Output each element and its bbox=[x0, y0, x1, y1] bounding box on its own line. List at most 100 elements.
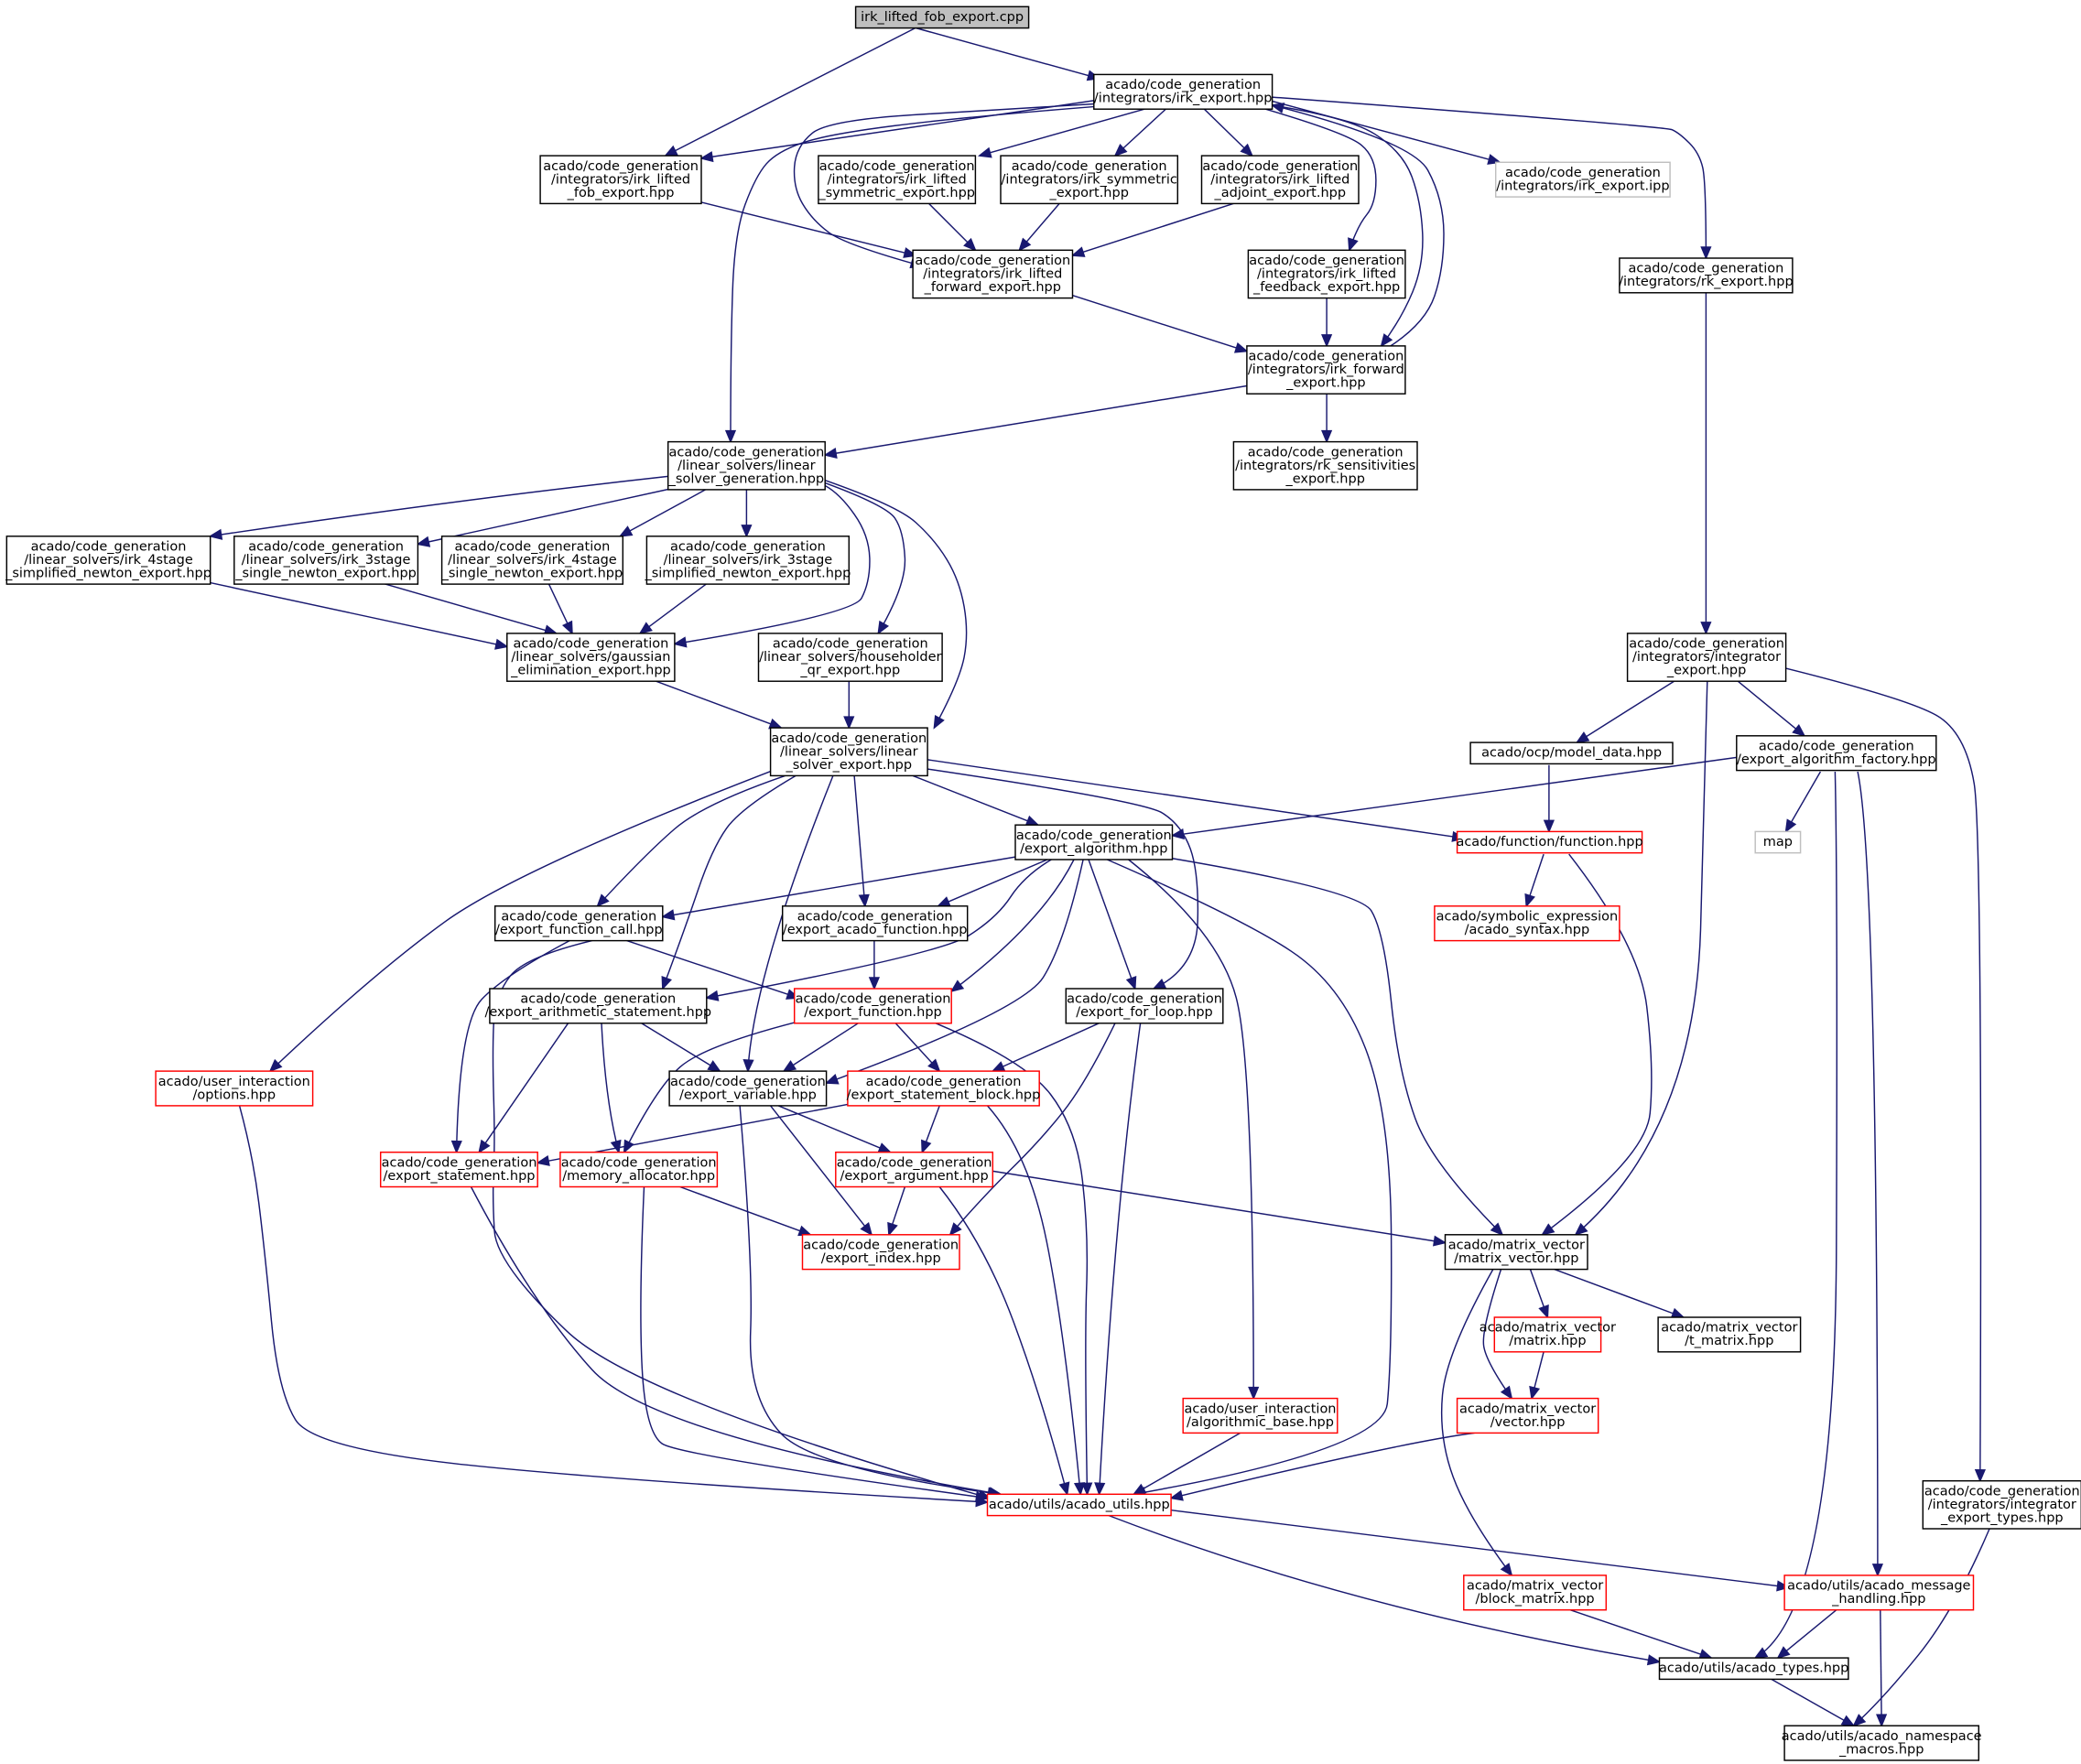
node-acado-code-generation-integrators-irk-lifted-forward-export-hpp[interactable]: acado/code_generation/integrators/irk_li… bbox=[912, 249, 1074, 299]
node-acado-code-generation-integrators-integrator-export-types-hpp[interactable]: acado/code_generation/integrators/integr… bbox=[1922, 1479, 2081, 1530]
node-acado-function-function-hpp[interactable]: acado/function/function.hpp bbox=[1456, 830, 1643, 854]
node-acado-code-generation-export-algorithm-hpp[interactable]: acado/code_generation/export_algorithm.h… bbox=[1014, 824, 1174, 860]
node-acado-code-generation-integrators-rk-export-hpp[interactable]: acado/code_generation/integrators/rk_exp… bbox=[1619, 257, 1794, 294]
node-label-line: acado/code_generation bbox=[31, 540, 187, 555]
edge-acado-matrix-vector-matrix-hpp-to-acado-matrix-vector-vector-hpp bbox=[1529, 1351, 1544, 1401]
node-acado-code-generation-export-argument-hpp[interactable]: acado/code_generation/export_argument.hp… bbox=[835, 1151, 994, 1188]
node-label-line: acado/matrix_vector bbox=[1661, 1321, 1797, 1336]
edge-acado-function-function-hpp-to-acado-matrix-vector-matrix-vector-hpp bbox=[1541, 853, 1653, 1236]
node-acado-code-generation-memory-allocator-hpp[interactable]: acado/code_generation/memory_allocator.h… bbox=[559, 1151, 719, 1188]
node-acado-code-generation-integrators-irk-lifted-feedback-export-hpp[interactable]: acado/code_generation/integrators/irk_li… bbox=[1247, 249, 1406, 299]
node-label-line: /export_statement_block.hpp bbox=[847, 1088, 1041, 1102]
node-acado-user-interaction-options-hpp[interactable]: acado/user_interaction/options.hpp bbox=[155, 1070, 314, 1107]
edge-acado-utils-acado-utils-hpp-to-acado-utils-acado-types-hpp bbox=[1108, 1514, 1662, 1666]
arrowhead-icon bbox=[1974, 1468, 1986, 1483]
node-label-line: /linear_solvers/gaussian bbox=[511, 650, 670, 665]
edge-acado-code-generation-export-for-loop-hpp-to-acado-utils-acado-utils-hpp bbox=[1094, 1023, 1142, 1497]
node-label-line: acado/code_generation bbox=[1249, 350, 1404, 364]
node-label-line: acado/code_generation bbox=[382, 1155, 537, 1170]
node-acado-symbolic-expression-acado-syntax-hpp[interactable]: acado/symbolic_expression/acado_syntax.h… bbox=[1434, 905, 1620, 942]
node-acado-code-generation-export-for-loop-hpp[interactable]: acado/code_generation/export_for_loop.hp… bbox=[1065, 988, 1224, 1024]
edge-acado-code-generation-linear-solvers-linear-solver-generation-hpp-to-acado-code-generation-linear-solvers-irk-3stage-single-newton-export-hpp bbox=[416, 486, 679, 547]
node-acado-code-generation-linear-solvers-linear-solver-generation-hpp[interactable]: acado/code_generation/linear_solvers/lin… bbox=[667, 440, 826, 491]
node-acado-code-generation-export-function-call-hpp[interactable]: acado/code_generation/export_function_ca… bbox=[493, 905, 664, 942]
node-acado-code-generation-export-statement-block-hpp[interactable]: acado/code_generation/export_statement_b… bbox=[847, 1070, 1041, 1107]
node-acado-code-generation-export-algorithm-factory-hpp[interactable]: acado/code_generation/export_algorithm_f… bbox=[1736, 735, 1937, 772]
node-acado-code-generation-linear-solvers-linear-solver-export-hpp[interactable]: acado/code_generation/linear_solvers/lin… bbox=[769, 727, 928, 777]
dependency-edges bbox=[208, 27, 1990, 1728]
node-acado-code-generation-integrators-irk-export-hpp[interactable]: acado/code_generation/integrators/irk_ex… bbox=[1093, 73, 1274, 110]
node-acado-code-generation-export-statement-hpp[interactable]: acado/code_generation/export_statement.h… bbox=[379, 1151, 538, 1188]
node-acado-code-generation-linear-solvers-irk-3stage-simplified-newton-export-hpp[interactable]: acado/code_generation/linear_solvers/irk… bbox=[644, 536, 851, 585]
node-label-line: acado/utils/acado_utils.hpp bbox=[989, 1498, 1170, 1512]
arrowhead-icon bbox=[1776, 1580, 1791, 1592]
arrowhead-icon bbox=[860, 1222, 873, 1237]
node-label-line: acado/code_generation bbox=[771, 731, 927, 746]
node-acado-utils-acado-utils-hpp[interactable]: acado/utils/acado_utils.hpp bbox=[986, 1493, 1172, 1517]
node-label-line: _single_newton_export.hpp bbox=[441, 567, 623, 581]
arrowhead-icon bbox=[416, 536, 431, 547]
node-box bbox=[1469, 741, 1674, 765]
edge-acado-code-generation-linear-solvers-linear-solver-generation-hpp-to-acado-code-generation-linear-solvers-irk-4stage-single-newton-export-hpp bbox=[618, 487, 709, 537]
node-box bbox=[1493, 1316, 1602, 1353]
node-label-line: /export_arithmetic_statement.hpp bbox=[484, 1005, 711, 1020]
arrowhead-icon bbox=[1574, 1222, 1588, 1237]
node-acado-code-generation-export-function-hpp[interactable]: acado/code_generation/export_function.hp… bbox=[793, 988, 952, 1024]
node-acado-code-generation-linear-solvers-gaussian-elimination-export-hpp[interactable]: acado/code_generation/linear_solvers/gau… bbox=[506, 633, 676, 682]
node-acado-matrix-vector-t-matrix-hpp[interactable]: acado/matrix_vector/t_matrix.hpp bbox=[1657, 1316, 1802, 1353]
node-acado-code-generation-integrators-integrator-export-hpp[interactable]: acado/code_generation/integrators/integr… bbox=[1626, 633, 1787, 682]
node-label-line: _export.hpp bbox=[1284, 471, 1364, 486]
node-acado-code-generation-integrators-rk-sensitivities-export-hpp[interactable]: acado/code_generation/integrators/rk_sen… bbox=[1232, 440, 1418, 491]
node-acado-code-generation-integrators-irk-lifted-adjoint-export-hpp[interactable]: acado/code_generation/integrators/irk_li… bbox=[1200, 155, 1360, 205]
node-label-line: acado/code_generation bbox=[837, 1155, 992, 1170]
arrowhead-icon bbox=[638, 622, 653, 635]
edge-acado-code-generation-linear-solvers-linear-solver-export-hpp-to-acado-code-generation-export-acado-function-hpp bbox=[853, 775, 870, 908]
arrowhead-icon bbox=[596, 893, 610, 908]
node-acado-user-interaction-algorithmic-base-hpp[interactable]: acado/user_interaction/algorithmic_base.… bbox=[1182, 1397, 1339, 1434]
node-acado-matrix-vector-matrix-hpp[interactable]: acado/matrix_vector/matrix.hpp bbox=[1479, 1316, 1616, 1353]
edge-acado-code-generation-integrators-irk-lifted-symmetric-export-hpp-to-acado-code-generation-integrators-irk-lifted-forward-export-hpp bbox=[927, 201, 977, 252]
node-acado-code-generation-export-arithmetic-statement-hpp[interactable]: acado/code_generation/export_arithmetic_… bbox=[484, 988, 711, 1024]
arrowhead-icon bbox=[1248, 1386, 1260, 1401]
node-acado-code-generation-integrators-irk-symmetric-export-hpp[interactable]: acado/code_generation/integrators/irk_sy… bbox=[1000, 155, 1179, 205]
node-label-line: /integrators/irk_symmetric bbox=[1002, 172, 1177, 187]
edge-acado-code-generation-memory-allocator-hpp-to-acado-utils-acado-utils-hpp bbox=[640, 1186, 990, 1502]
arrowhead-icon bbox=[450, 1140, 462, 1154]
node-acado-code-generation-linear-solvers-householder-qr-export-hpp[interactable]: acado/code_generation/linear_solvers/hou… bbox=[757, 633, 943, 682]
node-acado-code-generation-export-acado-function-hpp[interactable]: acado/code_generation/export_acado_funct… bbox=[781, 905, 969, 942]
node-box bbox=[818, 155, 977, 205]
node-label-line: /export_statement.hpp bbox=[384, 1169, 536, 1184]
node-label-line: /integrators/integrator bbox=[1928, 1498, 2076, 1512]
edge-acado-code-generation-export-variable-hpp-to-acado-code-generation-export-index-hpp bbox=[770, 1105, 873, 1237]
arrowhead-icon bbox=[1529, 1385, 1541, 1401]
node-acado-code-generation-linear-solvers-irk-4stage-simplified-newton-export-hpp[interactable]: acado/code_generation/linear_solvers/irk… bbox=[5, 536, 211, 585]
node-acado-matrix-vector-vector-hpp[interactable]: acado/matrix_vector/vector.hpp bbox=[1456, 1397, 1599, 1434]
node-acado-utils-acado-namespace-macros-hpp[interactable]: acado/utils/acado_namespace_macros.hpp bbox=[1782, 1725, 1982, 1761]
node-acado-utils-acado-types-hpp[interactable]: acado/utils/acado_types.hpp bbox=[1658, 1657, 1849, 1681]
node-acado-code-generation-integrators-irk-forward-export-hpp[interactable]: acado/code_generation/integrators/irk_fo… bbox=[1246, 345, 1406, 395]
arrowhead-icon bbox=[704, 990, 720, 1001]
node-label-line: _symmetric_export.hpp bbox=[818, 186, 975, 200]
node-acado-matrix-vector-matrix-vector-hpp[interactable]: acado/matrix_vector/matrix_vector.hpp bbox=[1444, 1234, 1588, 1271]
node-acado-code-generation-linear-solvers-irk-4stage-single-newton-export-hpp[interactable]: acado/code_generation/linear_solvers/irk… bbox=[441, 536, 624, 585]
node-acado-utils-acado-message-handling-hpp[interactable]: acado/utils/acado_message_handling.hpp bbox=[1783, 1575, 1975, 1611]
node-acado-matrix-vector-block-matrix-hpp[interactable]: acado/matrix_vector/block_matrix.hpp bbox=[1463, 1575, 1608, 1611]
node-label-line: /integrators/rk_sensitivities bbox=[1235, 459, 1415, 473]
node-box bbox=[1463, 1575, 1608, 1611]
edge-acado-code-generation-linear-solvers-linear-solver-generation-hpp-to-acado-code-generation-linear-solvers-irk-4stage-simplified-newton-export-hpp bbox=[208, 475, 668, 540]
arrowhead-icon bbox=[1348, 237, 1359, 253]
node-acado-code-generation-export-index-hpp[interactable]: acado/code_generation/export_index.hpp bbox=[801, 1234, 960, 1271]
node-label-line: /export_function.hpp bbox=[804, 1005, 942, 1020]
arrowhead-icon bbox=[949, 979, 965, 993]
node-acado-code-generation-export-variable-hpp[interactable]: acado/code_generation/export_variable.hp… bbox=[668, 1070, 828, 1107]
arrowhead-icon bbox=[1321, 334, 1333, 348]
node-label-line: acado/code_generation bbox=[514, 637, 669, 652]
edge-acado-matrix-vector-matrix-vector-hpp-to-acado-matrix-vector-vector-hpp bbox=[1482, 1269, 1513, 1401]
node-label-line: acado/code_generation bbox=[1202, 159, 1358, 174]
node-acado-ocp-model-data-hpp[interactable]: acado/ocp/model_data.hpp bbox=[1469, 741, 1674, 765]
node-acado-code-generation-linear-solvers-irk-3stage-single-newton-export-hpp[interactable]: acado/code_generation/linear_solvers/irk… bbox=[233, 536, 419, 585]
node-acado-code-generation-integrators-irk-lifted-fob-export-hpp[interactable]: acado/code_generation/integrators/irk_li… bbox=[539, 155, 702, 205]
node-acado-code-generation-integrators-irk-lifted-symmetric-export-hpp[interactable]: acado/code_generation/integrators/irk_li… bbox=[818, 155, 977, 205]
node-label-line: /export_acado_function.hpp bbox=[783, 923, 968, 937]
edge-acado-ocp-model-data-hpp-to-acado-function-function-hpp bbox=[1543, 764, 1555, 834]
